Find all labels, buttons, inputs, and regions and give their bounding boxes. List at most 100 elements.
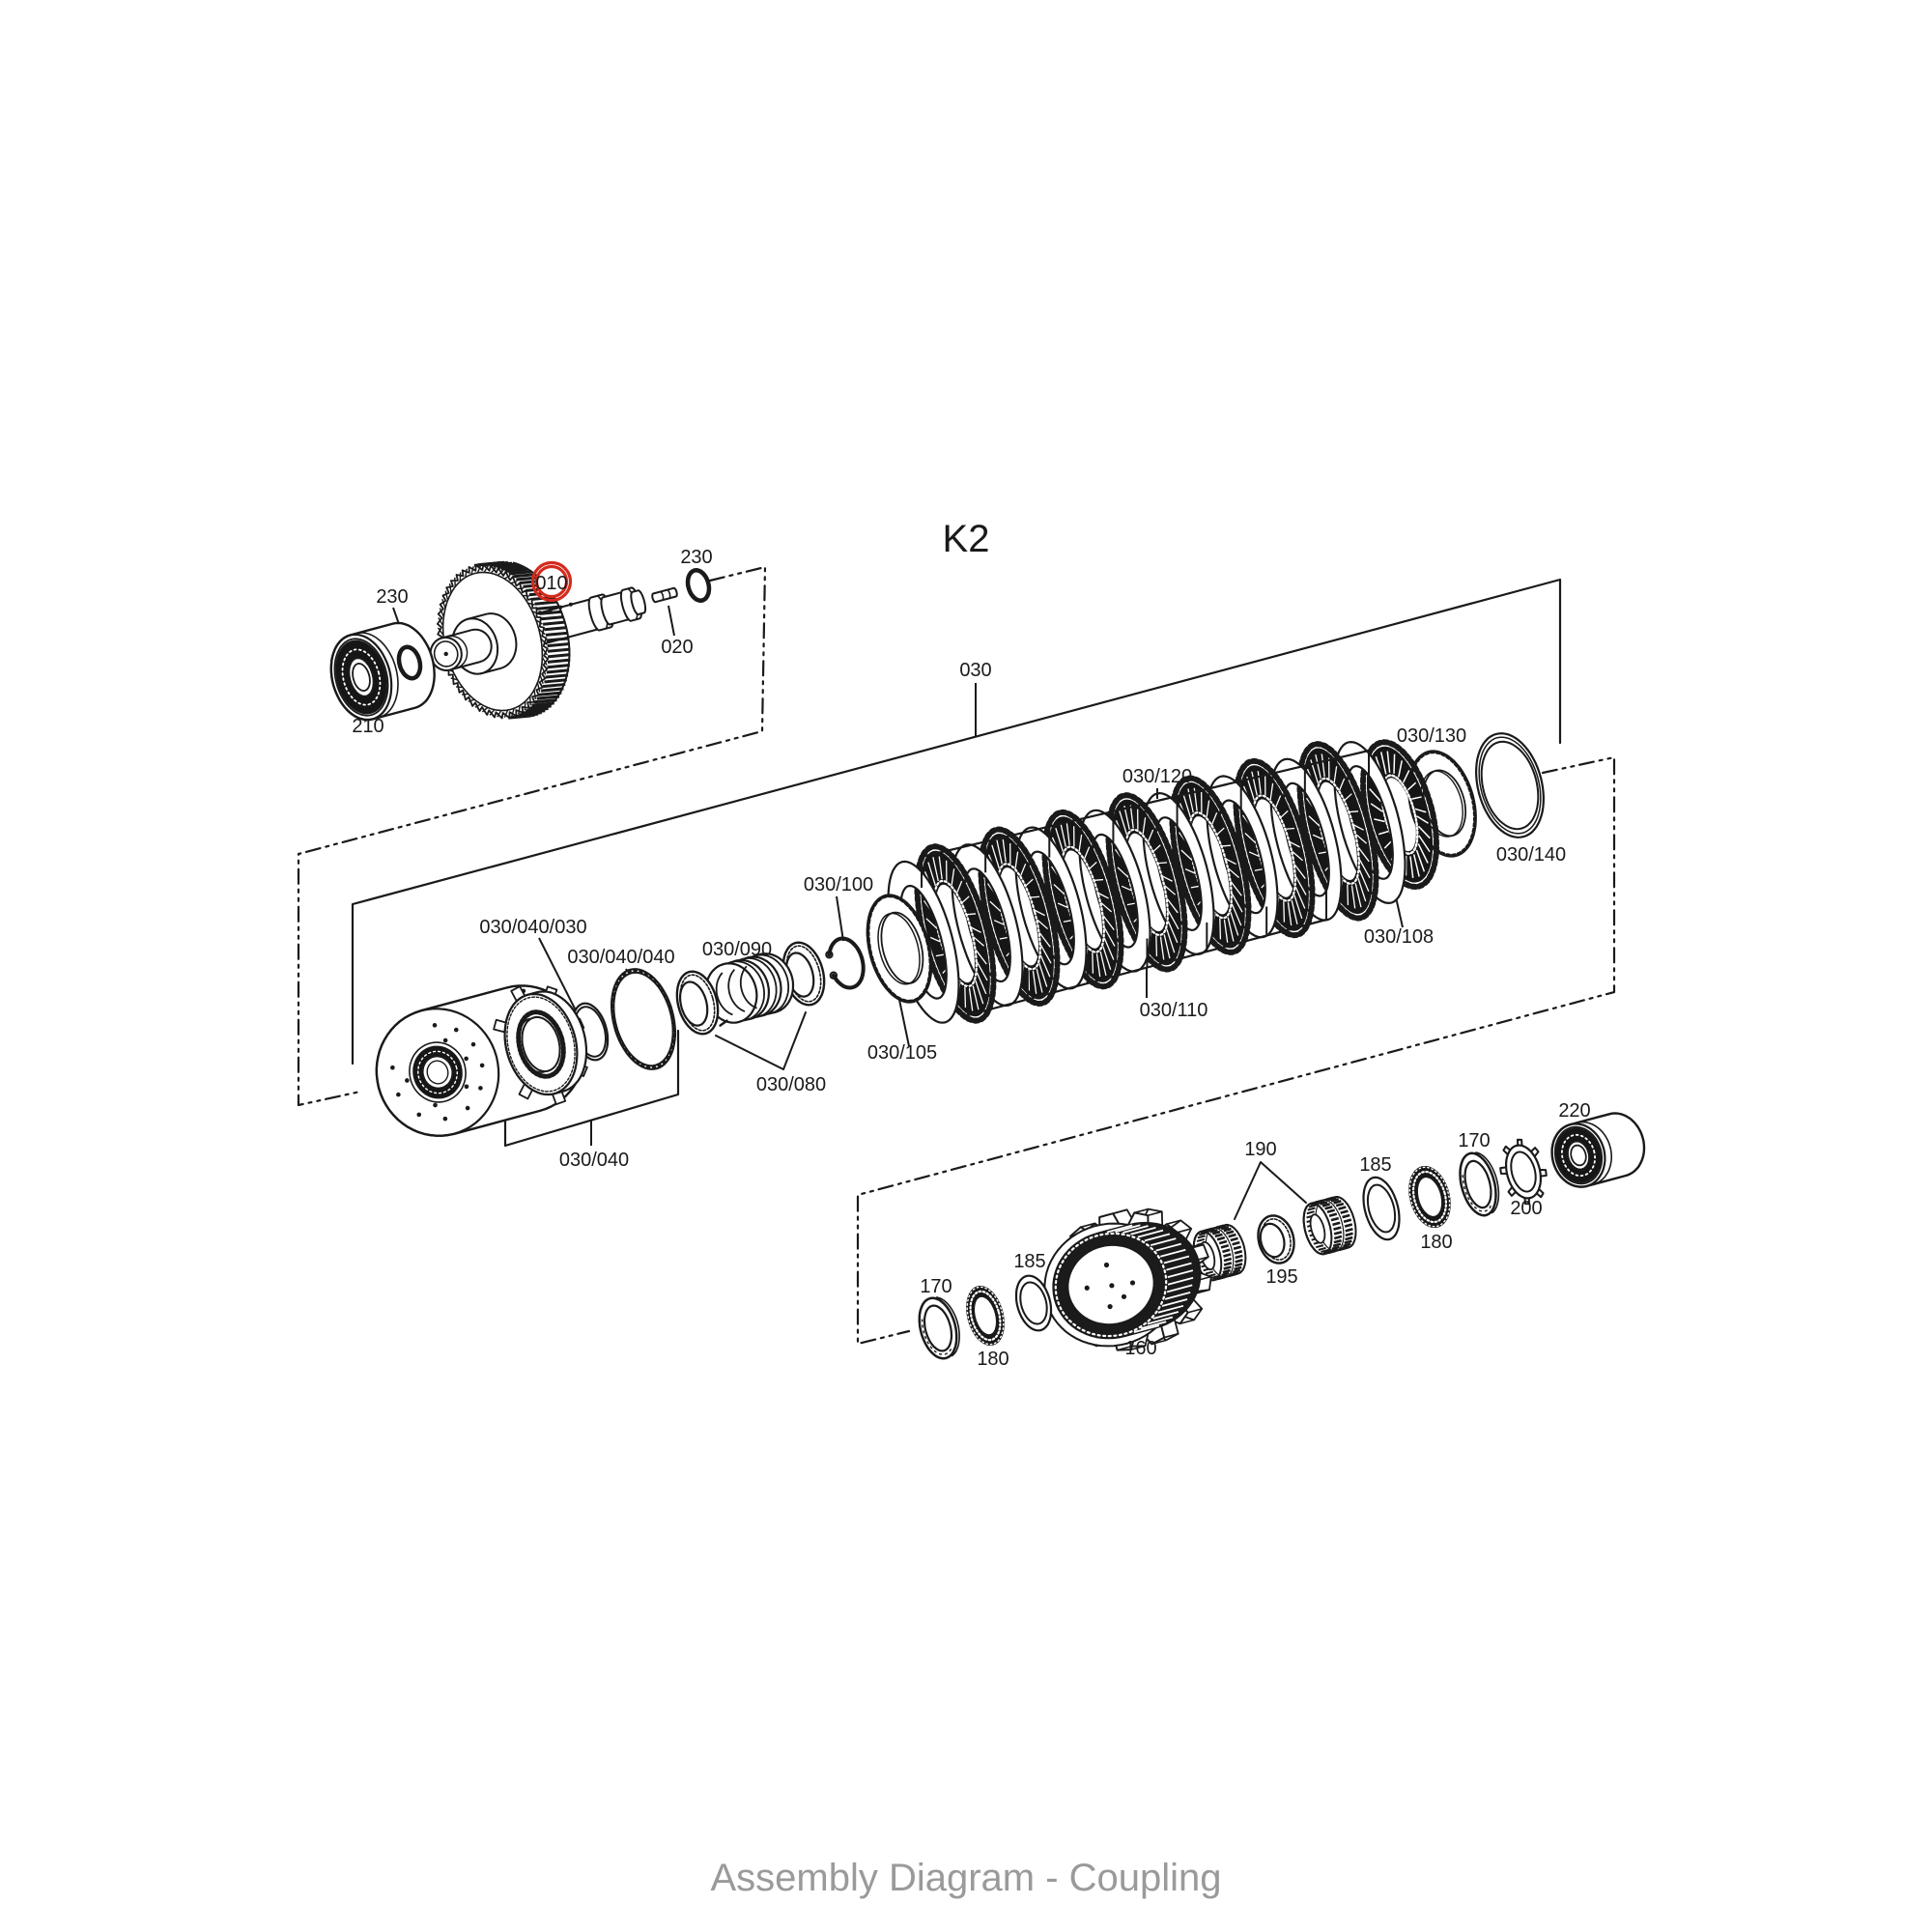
part-gear-010-stroke bbox=[503, 575, 511, 580]
clutch-end-plate-108-stroke bbox=[1409, 856, 1414, 878]
part-label-170-1: 170 bbox=[920, 1276, 952, 1297]
part-drum-030-040-stroke bbox=[405, 1078, 410, 1083]
part-label-030-040-030: 030/040/030 bbox=[479, 917, 586, 938]
part-gear-010-stroke bbox=[462, 693, 469, 696]
part-gear-160-stroke bbox=[1137, 1229, 1164, 1238]
part-bearing-190a-stroke bbox=[1205, 1270, 1214, 1275]
clutch-friction-disc-stroke bbox=[1312, 834, 1323, 840]
clutch-end-plate-108-stroke bbox=[1414, 808, 1427, 813]
part-bearing-190b-stroke bbox=[1333, 1231, 1343, 1236]
clutch-friction-disc-stroke bbox=[1231, 893, 1243, 913]
clutch-friction-disc-stroke bbox=[1339, 778, 1346, 791]
part-bearing-190a-stroke bbox=[1234, 1265, 1242, 1271]
part-drum-030-040-stroke bbox=[390, 1065, 395, 1070]
clutch-friction-disc-stroke bbox=[1053, 884, 1065, 895]
clutch-friction-disc-stroke bbox=[1025, 878, 1034, 887]
part-gear-010-stroke bbox=[512, 573, 536, 579]
part-bearing-220-stroke bbox=[1561, 1133, 1596, 1178]
clutch-friction-disc-stroke bbox=[1269, 782, 1274, 801]
highlight-010-stroke bbox=[534, 564, 569, 599]
clutch-friction-disc-stroke bbox=[1251, 771, 1258, 796]
part-bearing-190a-stroke bbox=[1235, 1254, 1243, 1260]
clutch-friction-disc-stroke bbox=[1102, 946, 1112, 971]
clutch-friction-disc-stroke bbox=[1036, 968, 1043, 993]
clutch-friction-disc-stroke bbox=[1285, 827, 1295, 830]
part-bearing-190a-stroke bbox=[1196, 1237, 1206, 1242]
part-bearing-190a-stroke bbox=[1223, 1257, 1233, 1263]
part-label-180-1: 180 bbox=[977, 1349, 1009, 1370]
clutch-friction-disc-stroke bbox=[1315, 753, 1321, 779]
part-ring-180-1-stroke bbox=[969, 1290, 1002, 1342]
clutch-friction-disc-stroke bbox=[1227, 917, 1235, 942]
part-gear-010-stroke bbox=[444, 590, 449, 601]
clutch-friction-disc-stroke bbox=[1350, 885, 1356, 909]
part-bearing-190b-stroke bbox=[1333, 1226, 1342, 1231]
part-ring-180-2-stroke bbox=[1412, 1170, 1447, 1224]
part-gear-010-stroke bbox=[538, 691, 562, 696]
clutch-friction-disc-stroke bbox=[1061, 845, 1105, 953]
clutch-friction-disc-stroke bbox=[1060, 822, 1066, 847]
part-bearing-190b-stroke bbox=[1333, 1200, 1342, 1205]
clutch-end-disc-105 bbox=[866, 894, 933, 1004]
part-piston-030-040-stroke bbox=[521, 1015, 561, 1073]
clutch-friction-disc-stroke bbox=[1257, 771, 1262, 794]
part-ring-185-1-stroke bbox=[1014, 1274, 1053, 1332]
part-bearing-190b-stroke bbox=[1335, 1202, 1345, 1208]
part-gear-160-stroke bbox=[1115, 1224, 1141, 1234]
clutch-friction-disc-stroke bbox=[1038, 932, 1051, 948]
clutch-friction-disc-stroke bbox=[968, 987, 974, 1011]
clutch-friction-disc-stroke bbox=[1230, 881, 1242, 896]
clutch-friction-disc-stroke bbox=[1287, 902, 1293, 926]
part-bearing-190b-stroke bbox=[1321, 1203, 1331, 1208]
clutch-friction-disc-stroke bbox=[961, 895, 970, 903]
part-ring-180-2-stroke bbox=[1408, 1166, 1451, 1228]
part-gear-160-stroke bbox=[1121, 1293, 1127, 1299]
part-gear-160-stroke bbox=[1130, 1345, 1146, 1350]
clutch-friction-disc-stroke bbox=[1244, 832, 1257, 844]
clutch-friction-disc-stroke bbox=[1184, 868, 1196, 874]
clutch-friction-disc-stroke bbox=[1355, 834, 1368, 844]
part-gear-010-stroke bbox=[545, 673, 569, 679]
clutch-friction-disc-stroke bbox=[1352, 824, 1364, 831]
clutch-friction-disc-stroke bbox=[1157, 862, 1168, 865]
part-drum-030-040-stroke bbox=[433, 1102, 438, 1108]
part-gear-160-stroke bbox=[1167, 1269, 1194, 1278]
part-pin-020-stroke bbox=[651, 586, 678, 604]
part-bearing-190a-stroke bbox=[1230, 1236, 1238, 1242]
part-bearing-220-stroke bbox=[1550, 1122, 1606, 1188]
part-label-210: 210 bbox=[352, 716, 384, 737]
clutch-friction-disc-stroke bbox=[975, 980, 984, 1005]
part-bearing-190a-stroke bbox=[1209, 1275, 1219, 1280]
clutch-friction-disc-stroke bbox=[1318, 851, 1327, 855]
part-bearing-190b-stroke bbox=[1338, 1206, 1347, 1210]
clutch-friction-disc-stroke bbox=[1089, 861, 1097, 869]
part-ring-030-100-stroke bbox=[829, 971, 838, 980]
part-gear-160-stroke bbox=[1163, 1332, 1179, 1339]
clutch-end-plate-108-stroke bbox=[1411, 796, 1422, 800]
part-label-160: 160 bbox=[1124, 1338, 1156, 1359]
part-gear-160-stroke bbox=[1195, 1289, 1210, 1294]
part-gear-010-stroke bbox=[503, 709, 509, 718]
part-ring-030-040-040-stroke bbox=[611, 969, 676, 1069]
part-gear-010-stroke bbox=[455, 686, 464, 689]
part-bearing-190b-stroke bbox=[1302, 1202, 1333, 1256]
part-bearing-190b-stroke bbox=[1315, 1244, 1324, 1249]
part-ring-230-2-stroke bbox=[685, 568, 712, 603]
clutch-end-plate-108-stroke bbox=[1393, 753, 1396, 774]
clutch-friction-disc-stroke bbox=[1246, 776, 1256, 801]
clutch-friction-disc-stroke bbox=[1159, 936, 1165, 960]
diagram-title: K2 bbox=[942, 518, 990, 560]
diagram-caption: Assembly Diagram - Coupling bbox=[710, 1857, 1222, 1899]
part-gear-010-stroke bbox=[533, 690, 537, 699]
part-drum-030-040-stroke bbox=[465, 1105, 470, 1111]
clutch-friction-disc-stroke bbox=[1294, 886, 1306, 909]
part-washer-200-stroke bbox=[1517, 1138, 1523, 1147]
part-gear-010-stroke bbox=[489, 709, 496, 716]
part-gear-010-stroke bbox=[540, 687, 564, 693]
clutch-friction-disc-stroke bbox=[1357, 877, 1367, 902]
part-drum-030-040-stroke bbox=[375, 1008, 500, 1137]
part-gear-010-stroke bbox=[546, 637, 570, 642]
part-label-030-130: 030/130 bbox=[1397, 725, 1466, 747]
part-pin-020-stroke bbox=[660, 590, 665, 602]
clutch-friction-disc-stroke bbox=[1124, 828, 1169, 937]
